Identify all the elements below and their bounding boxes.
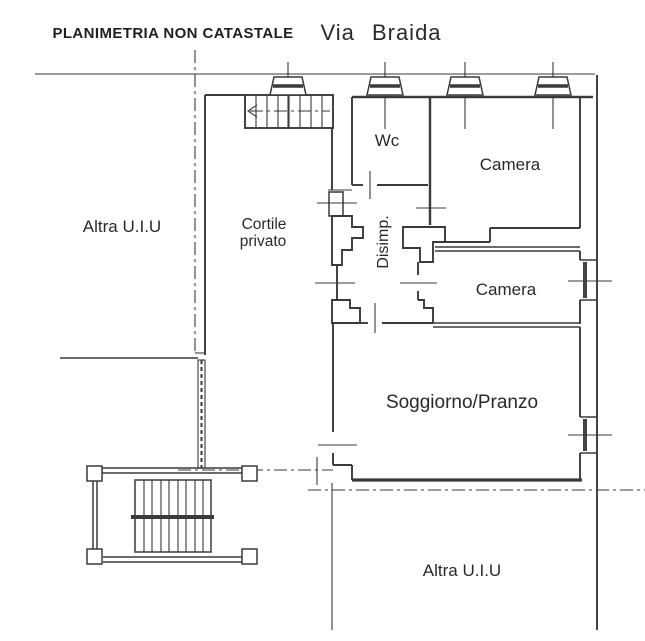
window-icon: [534, 62, 572, 129]
courtyard-stairs: [244, 94, 334, 129]
stair-direction-arrow: [247, 104, 258, 118]
external-staircase: [86, 465, 258, 565]
disclaimer-label: PLANIMETRIA NON CATASTALE: [52, 25, 293, 42]
courtyard-label-line1: Cortile: [242, 216, 287, 233]
other-unit-left-label: Altra U.I.U: [83, 217, 161, 236]
pilaster-block-b: [331, 299, 361, 324]
bedroom-top-label: Camera: [480, 155, 541, 174]
facade-windows-right: [568, 259, 612, 454]
labels: PLANIMETRIA NON CATASTALE Via Braida Alt…: [52, 20, 540, 580]
courtyard-window: [317, 189, 357, 217]
facade-windows-top: [269, 62, 572, 129]
street-label: Via Braida: [320, 20, 441, 45]
hallway-label: Disimp.: [375, 215, 392, 268]
window-icon: [568, 259, 612, 301]
other-unit-bottom-label: Altra U.I.U: [423, 561, 501, 580]
window-icon: [366, 62, 404, 129]
courtyard-label-line2: privato: [240, 233, 287, 250]
wall-block-center: [402, 226, 446, 263]
window-icon: [269, 62, 307, 129]
pilaster-block-a: [331, 215, 364, 266]
living-dining-label: Soggiorno/Pranzo: [386, 392, 538, 413]
apartment-walls: [332, 75, 598, 630]
boundary-lines: [35, 50, 645, 630]
hatched-wall: [197, 359, 206, 469]
wc-label: Wc: [375, 131, 400, 150]
courtyard-walls: [204, 94, 364, 355]
window-icon: [568, 416, 612, 454]
bedroom-mid-label: Camera: [476, 280, 537, 299]
window-icon: [446, 62, 484, 129]
door-ticks: [318, 171, 446, 446]
